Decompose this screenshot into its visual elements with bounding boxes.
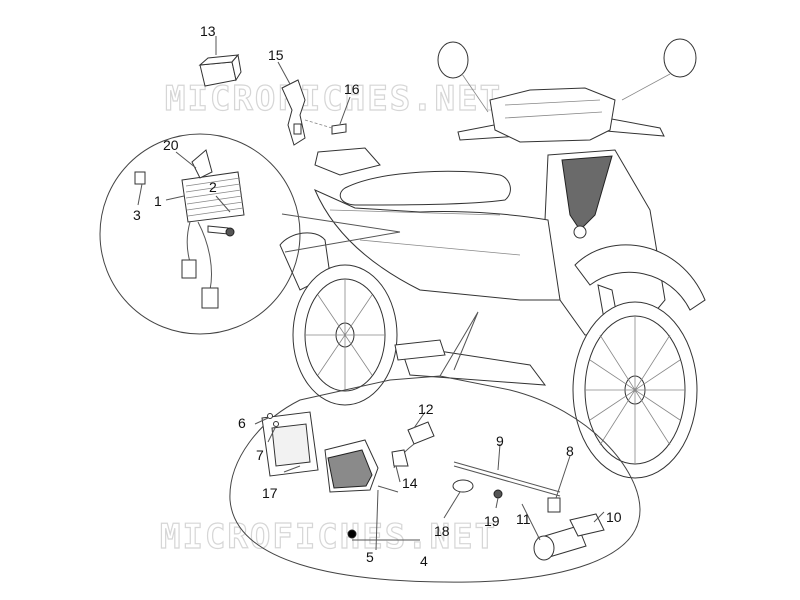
callout-9: 9 — [496, 433, 504, 449]
front-grille — [561, 155, 613, 231]
mirror-left — [437, 41, 489, 113]
callout-18: 18 — [434, 523, 450, 539]
rear-wheel — [292, 264, 398, 406]
callout-2: 2 — [209, 179, 217, 195]
watermark-bottom: MICROFICHES.NET — [160, 517, 497, 557]
callout-20: 20 — [163, 137, 179, 153]
callout-13: 13 — [200, 23, 216, 39]
callout-8: 8 — [566, 443, 574, 459]
callout-16: 16 — [344, 81, 360, 97]
callout-6: 6 — [238, 415, 246, 431]
inset-immobilizer — [229, 311, 641, 583]
callout-12: 12 — [418, 401, 434, 417]
part-13-module — [198, 36, 242, 87]
mirror-right — [621, 38, 697, 101]
callout-4: 4 — [420, 553, 428, 569]
callout-14: 14 — [402, 475, 418, 491]
watermark-top: MICROFICHES.NET — [165, 79, 502, 119]
callout-1: 1 — [154, 193, 162, 209]
callout-7: 7 — [256, 447, 264, 463]
callout-17: 17 — [262, 485, 278, 501]
callout-11: 11 — [516, 511, 531, 527]
inset-regulator — [99, 133, 401, 335]
part-15-bracket — [277, 61, 306, 146]
callout-15: 15 — [268, 47, 284, 63]
part-16-screw — [304, 96, 351, 135]
callout-19: 19 — [484, 513, 500, 529]
scooter-illustration — [279, 38, 706, 479]
callout-10: 10 — [606, 509, 622, 525]
front-wheel — [572, 301, 698, 479]
callout-5: 5 — [366, 549, 374, 565]
callout-3: 3 — [133, 207, 141, 223]
